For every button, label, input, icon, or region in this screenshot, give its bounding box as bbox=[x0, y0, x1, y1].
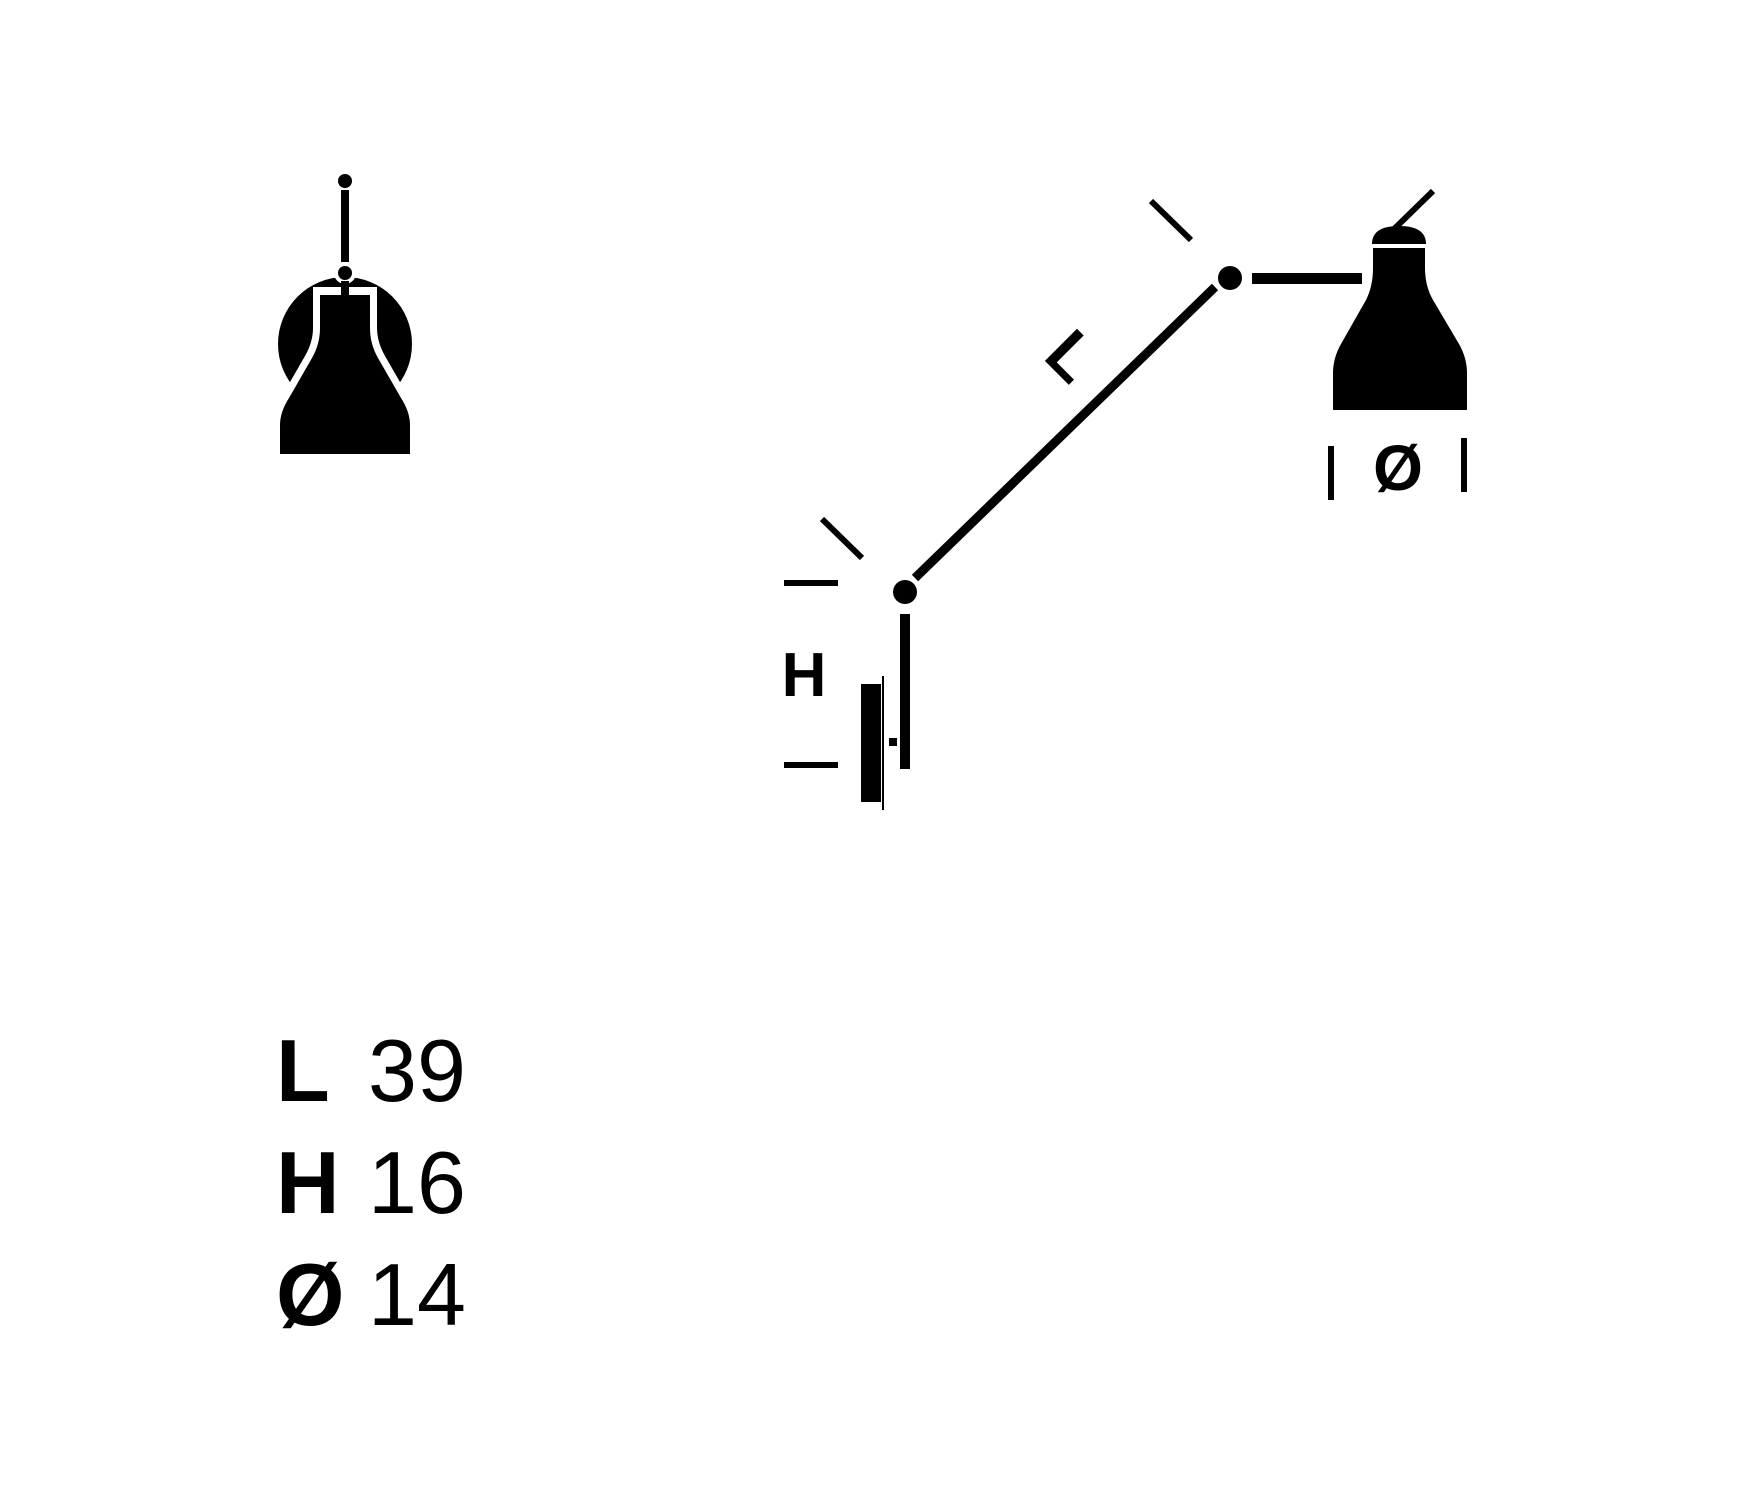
spec-row-diameter: Ø 14 bbox=[276, 1239, 466, 1351]
vertical-post bbox=[900, 614, 910, 769]
spec-key-diameter: Ø bbox=[276, 1245, 345, 1344]
spec-row-length: L 39 bbox=[276, 1015, 466, 1127]
length-dimension-label: L bbox=[1032, 315, 1113, 396]
height-dimension-label: H bbox=[782, 641, 827, 710]
length-tick-end bbox=[1148, 198, 1194, 243]
spec-value-length: 39 bbox=[368, 1021, 466, 1120]
spec-row-height: H 16 bbox=[276, 1127, 466, 1239]
side-shade bbox=[1333, 248, 1467, 410]
side-shade-cap bbox=[1372, 226, 1426, 244]
length-tick-start bbox=[819, 516, 865, 561]
front-top-knob bbox=[338, 174, 352, 188]
spec-value-diameter: 14 bbox=[368, 1245, 466, 1344]
wall-plate-screw bbox=[889, 738, 897, 746]
lamp-side-view bbox=[861, 226, 1467, 810]
diagonal-arm bbox=[911, 283, 1219, 582]
horizontal-arm bbox=[1252, 273, 1362, 284]
lamp-front-view bbox=[274, 174, 416, 460]
upper-pivot bbox=[1218, 266, 1242, 290]
shade-angle-tick bbox=[1388, 188, 1436, 235]
front-joint-dot bbox=[338, 266, 352, 280]
front-shade bbox=[280, 295, 410, 454]
front-joint-neck bbox=[341, 281, 349, 295]
front-stem bbox=[341, 190, 349, 262]
spec-key-height: H bbox=[276, 1133, 340, 1232]
spec-value-height: 16 bbox=[368, 1133, 466, 1232]
spec-key-length: L bbox=[276, 1021, 330, 1120]
wall-plate bbox=[861, 684, 881, 802]
dimension-marks bbox=[784, 188, 1467, 768]
wall-plate-edge bbox=[882, 676, 884, 810]
diameter-dimension-label: Ø bbox=[1373, 432, 1423, 504]
dimension-spec-list: L 39 H 16 Ø 14 bbox=[276, 1015, 466, 1351]
lower-pivot bbox=[893, 580, 917, 604]
